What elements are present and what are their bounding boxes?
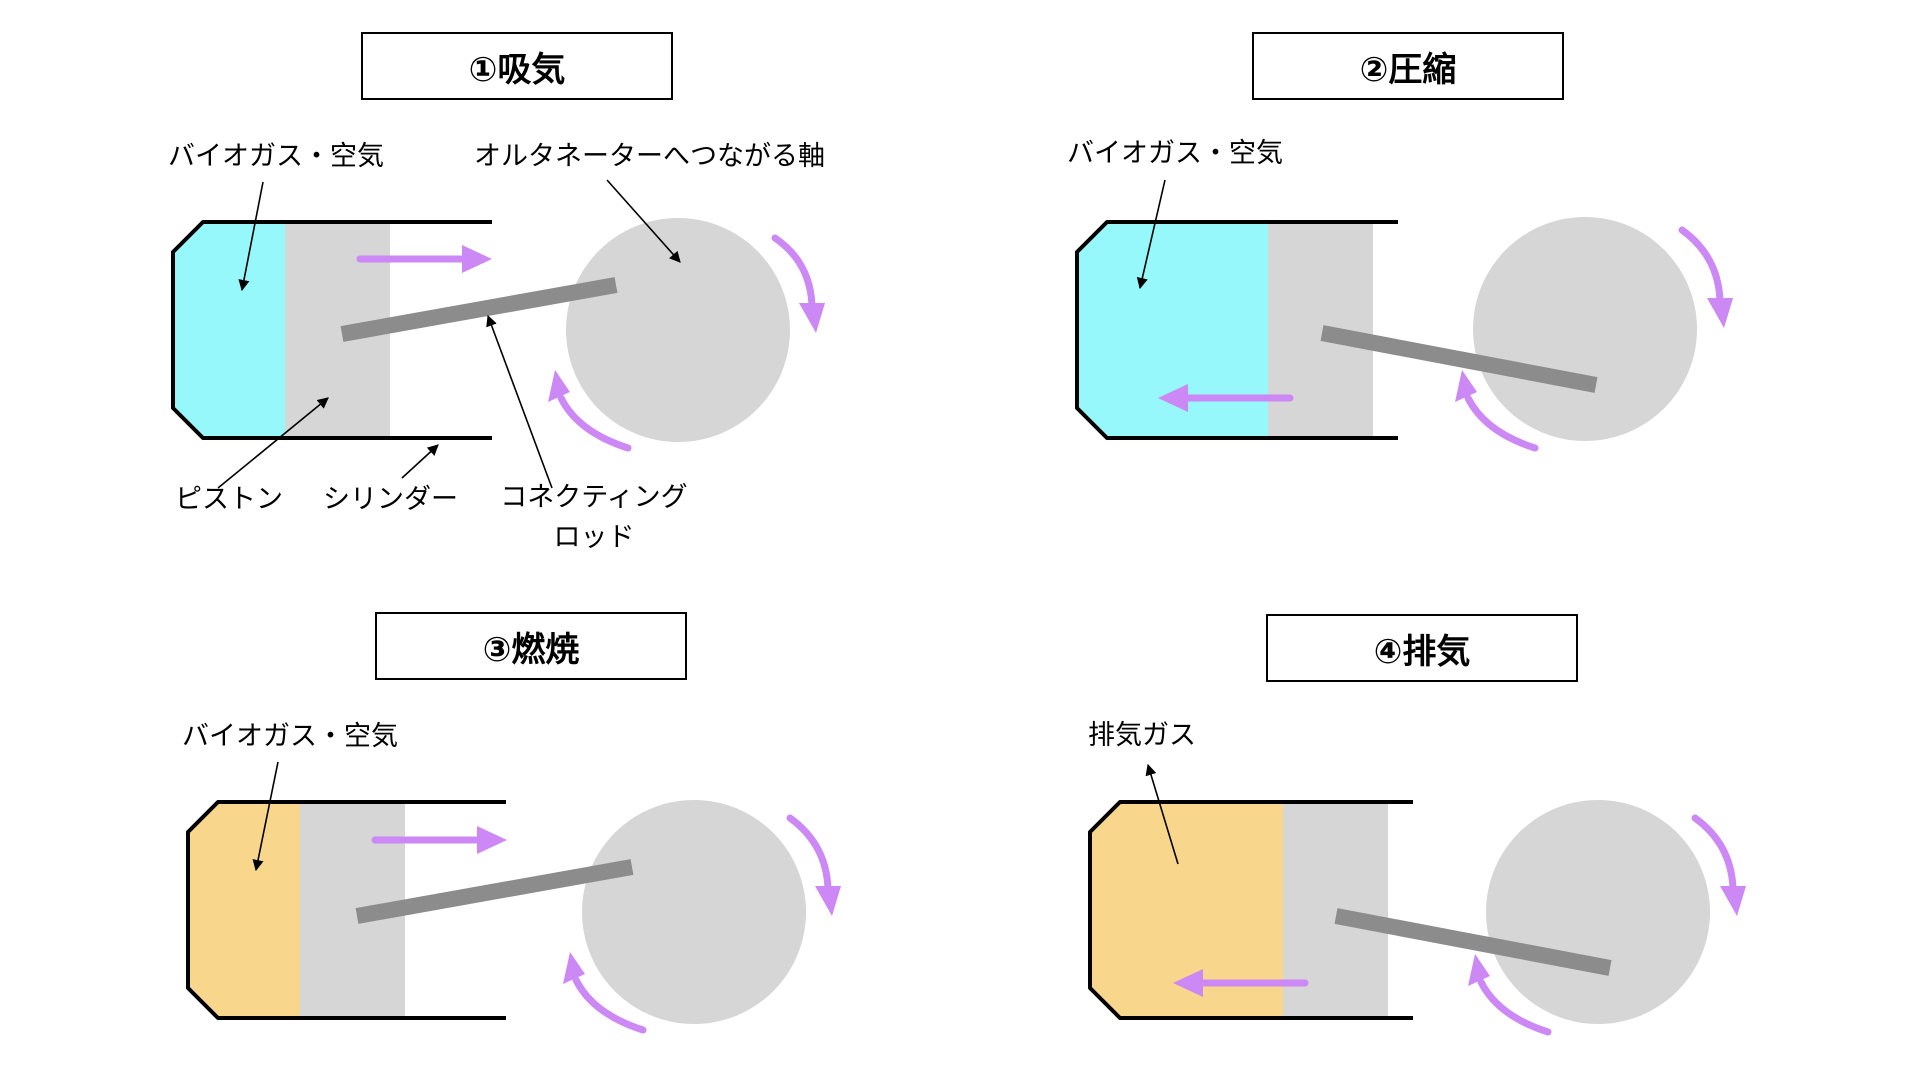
intake-gas-pointer (238, 181, 264, 292)
exhaust-gas-pointer (1145, 763, 1179, 865)
exhaust-gas-chamber (1090, 802, 1283, 1018)
intake-gas-chamber (173, 222, 285, 438)
combustion-gas-label: バイオガス・空気 (182, 721, 398, 752)
compression-gas-label: バイオガス・空気 (1067, 138, 1283, 169)
intake-rod-pointer (486, 314, 553, 489)
intake-title: ①吸気 (361, 32, 673, 100)
compression-rotation-arrow-top (1678, 226, 1733, 328)
combustion-gas-pointer (252, 761, 279, 872)
exhaust-rotation-arrow-bottom (1468, 954, 1552, 1036)
intake-connecting-rod (340, 277, 618, 342)
intake-gas-label: バイオガス・空気 (168, 141, 384, 172)
intake-piston-motion-arrow (356, 245, 492, 273)
combustion-piston-motion-arrow (371, 826, 507, 854)
compression-gas-pointer (1136, 179, 1166, 290)
exhaust-gas-label: 排気ガス (1088, 720, 1196, 751)
combustion-title: ③燃焼 (375, 612, 687, 680)
compression-piston-motion-arrow (1158, 384, 1294, 412)
combustion-crank-wheel (582, 800, 806, 1024)
exhaust-connecting-rod (1334, 908, 1612, 976)
intake-rotation-arrow-bottom (548, 370, 632, 452)
combustion-rotation-arrow-bottom (563, 952, 647, 1034)
intake-cylinder-wall (171, 220, 492, 440)
compression-rotation-arrow-bottom (1455, 370, 1539, 452)
intake-shaft-label: オルタネーターへつながる軸 (474, 141, 825, 172)
compression-crank-wheel (1473, 217, 1697, 441)
exhaust-crank-wheel (1486, 800, 1710, 1024)
exhaust-title: ④排気 (1266, 614, 1578, 682)
combustion-cylinder-wall (186, 800, 506, 1020)
panel-intake (171, 179, 825, 489)
intake-rod-label: コネクティング ロッド (500, 482, 688, 553)
compression-title: ②圧縮 (1252, 32, 1564, 100)
compression-connecting-rod (1320, 325, 1598, 393)
compression-piston (1268, 222, 1373, 438)
panel-exhaust (1088, 763, 1746, 1036)
combustion-connecting-rod (355, 859, 634, 924)
exhaust-piston-motion-arrow (1173, 969, 1309, 997)
intake-cylinder-label: シリンダー (323, 484, 458, 515)
intake-piston-label: ピストン (175, 484, 283, 515)
panel-compression (1075, 179, 1733, 452)
panel-combustion (186, 761, 841, 1034)
intake-crank-wheel (566, 218, 790, 442)
intake-cylinder-pointer (401, 444, 439, 479)
combustion-rotation-arrow-top (786, 814, 841, 916)
exhaust-cylinder-wall (1088, 800, 1413, 1020)
intake-rotation-arrow-top (771, 234, 825, 333)
intake-piston-pointer (217, 397, 329, 489)
exhaust-rotation-arrow-top (1691, 814, 1746, 916)
compression-gas-chamber (1077, 222, 1268, 438)
combustion-gas-chamber (188, 802, 300, 1018)
intake-shaft-pointer (606, 179, 681, 263)
